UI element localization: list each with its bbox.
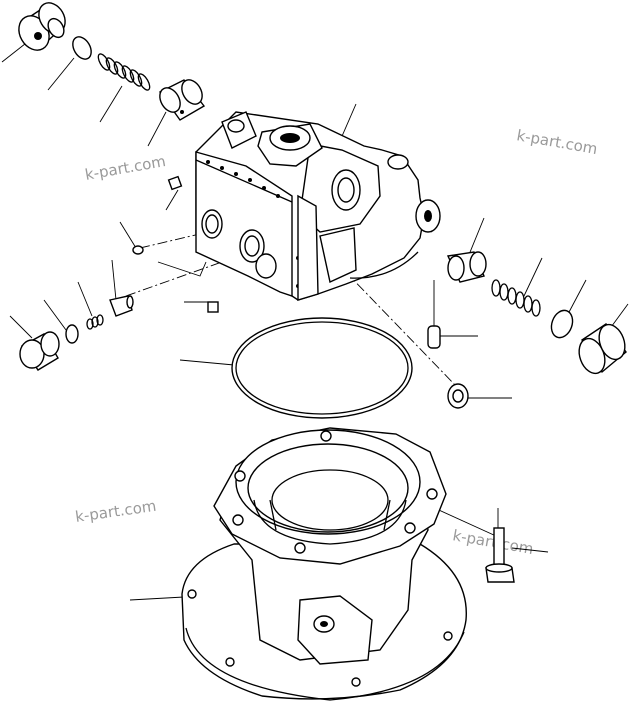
o-ring-top-left (72, 36, 92, 60)
dowel-pin (427, 325, 441, 349)
plug-top-left (18, 2, 66, 51)
spring-top-left (97, 53, 151, 91)
o-ring-left (65, 324, 79, 344)
watermark-text: k-part.com (74, 497, 157, 526)
hex-bolt (485, 527, 515, 583)
plug-right (578, 323, 627, 375)
motor-housing (181, 427, 467, 701)
plug-left (19, 331, 60, 371)
spool-right (446, 251, 487, 283)
watermark-text: k-part.com (515, 126, 599, 158)
bolt-small-upper (167, 175, 183, 191)
spool-top-left (158, 79, 206, 121)
o-ring-right (550, 309, 574, 339)
check-valve-pin (109, 295, 134, 317)
watermark-text: k-part.com (451, 526, 535, 558)
bushing (447, 383, 469, 409)
washer-small (132, 245, 144, 255)
watermark-text: k-part.com (84, 152, 168, 184)
spring-left (86, 314, 104, 330)
spring-right (491, 279, 541, 317)
valve-block (195, 111, 441, 301)
large-o-ring (231, 317, 413, 419)
plug-small-lower (207, 301, 219, 313)
